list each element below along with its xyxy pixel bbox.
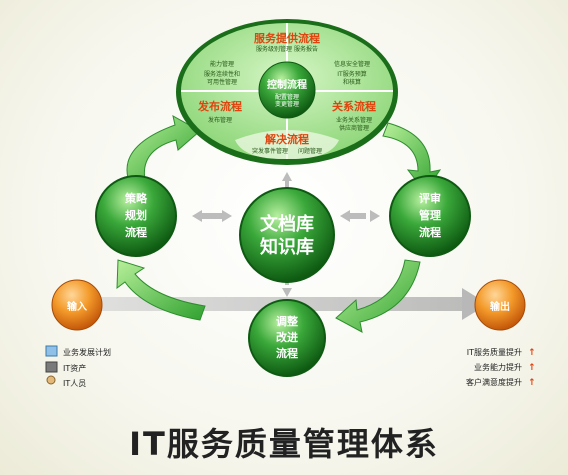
svg-text:能力管理: 能力管理 bbox=[210, 60, 234, 68]
svg-text:调整: 调整 bbox=[276, 314, 298, 328]
input-node: 输入 bbox=[51, 279, 103, 331]
svg-text:↑: ↑ bbox=[528, 378, 536, 388]
adjust-node: 调整 改进 流程 bbox=[248, 299, 326, 377]
people-icon bbox=[46, 375, 56, 385]
svg-text:业务发展计划: 业务发展计划 bbox=[63, 347, 111, 357]
oval-texts: 服务提供流程 服务级别管理 服务报告 能力管理 服务连续性和 可用性管理 信息安… bbox=[197, 31, 376, 155]
svg-text:问题管理: 问题管理 bbox=[298, 147, 322, 155]
review-node: 评审 管理 流程 bbox=[389, 175, 471, 257]
service-provision-title: 服务提供流程 bbox=[254, 31, 320, 45]
svg-text:策略: 策略 bbox=[124, 191, 148, 205]
svg-text:流程: 流程 bbox=[276, 346, 298, 360]
output-list: IT服务质量提升 ↑ 业务能力提升 ↑ 客户满意度提升 ↑ bbox=[466, 347, 536, 388]
resolve-title: 解决流程 bbox=[265, 132, 309, 146]
svg-text:文档库: 文档库 bbox=[260, 213, 314, 235]
svg-text:管理: 管理 bbox=[419, 208, 441, 222]
control-title: 控制流程 bbox=[267, 78, 307, 91]
svg-text:配置管理: 配置管理 bbox=[275, 93, 299, 101]
svg-text:业务能力提升: 业务能力提升 bbox=[474, 362, 522, 372]
svg-text:可用性管理: 可用性管理 bbox=[207, 78, 237, 86]
document-icon bbox=[45, 345, 58, 357]
svg-text:信息安全管理: 信息安全管理 bbox=[334, 60, 370, 68]
svg-text:和核算: 和核算 bbox=[343, 78, 361, 86]
input-list: 业务发展计划 IT资产 IT人员 bbox=[45, 345, 111, 388]
svg-text:输入: 输入 bbox=[67, 300, 87, 313]
svg-text:↑: ↑ bbox=[528, 348, 536, 358]
release-title: 发布流程 bbox=[197, 99, 242, 113]
svg-text:IT资产: IT资产 bbox=[63, 363, 86, 373]
svg-text:↑: ↑ bbox=[528, 363, 536, 373]
relation-title: 关系流程 bbox=[332, 99, 376, 113]
svg-text:IT人员: IT人员 bbox=[63, 379, 86, 388]
svg-text:流程: 流程 bbox=[125, 225, 147, 239]
svg-text:IT服务预算: IT服务预算 bbox=[337, 70, 366, 78]
svg-text:发布管理: 发布管理 bbox=[208, 116, 232, 124]
process-oval bbox=[176, 19, 398, 165]
svg-text:评审: 评审 bbox=[419, 191, 441, 205]
svg-text:输出: 输出 bbox=[490, 300, 510, 313]
svg-text:规划: 规划 bbox=[125, 208, 147, 222]
knowledge-base-node: 文档库 知识库 bbox=[239, 187, 335, 283]
svg-text:IT服务质量提升: IT服务质量提升 bbox=[467, 347, 522, 357]
svg-text:服务连续性和: 服务连续性和 bbox=[204, 70, 240, 78]
svg-text:业务关系管理: 业务关系管理 bbox=[336, 116, 372, 124]
svg-text:客户满意度提升: 客户满意度提升 bbox=[466, 377, 522, 387]
svg-text:改进: 改进 bbox=[276, 330, 298, 344]
svg-text:流程: 流程 bbox=[419, 225, 441, 239]
computer-icon bbox=[45, 361, 58, 373]
svg-text:知识库: 知识库 bbox=[260, 236, 314, 258]
strategy-node: 策略 规划 流程 bbox=[95, 175, 177, 257]
page-title: IT服务质量管理体系 bbox=[129, 425, 439, 463]
svg-text:变更管理: 变更管理 bbox=[275, 100, 299, 108]
output-node: 输出 bbox=[474, 279, 526, 331]
svg-text:突发事件管理: 突发事件管理 bbox=[252, 147, 288, 155]
service-provision-items: 服务级别管理 服务报告 bbox=[256, 45, 318, 53]
svg-text:供应商管理: 供应商管理 bbox=[339, 124, 369, 132]
